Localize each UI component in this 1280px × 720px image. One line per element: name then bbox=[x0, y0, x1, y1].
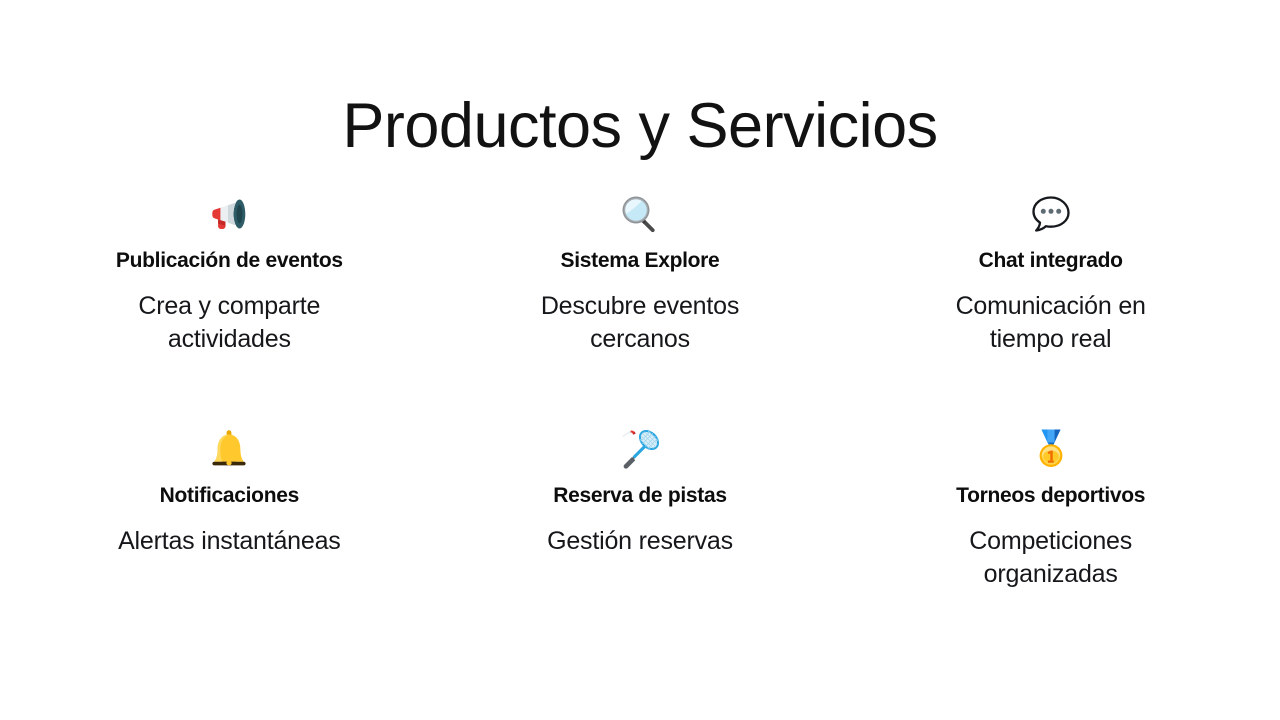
feature-card-title: Torneos deportivos bbox=[956, 484, 1146, 507]
speech-balloon-icon bbox=[1027, 190, 1075, 238]
feature-card-description: Descubre eventos cercanos bbox=[540, 292, 740, 354]
feature-card-description: Comunicación en tiempo real bbox=[955, 292, 1146, 354]
feature-card-description: Gestión reservas bbox=[547, 527, 733, 556]
feature-card-title: Chat integrado bbox=[978, 249, 1123, 272]
feature-card-title: Notificaciones bbox=[159, 484, 300, 507]
features-grid: Publicación de eventos Crea y comparte a… bbox=[24, 190, 1256, 660]
feature-card-sistema-explore[interactable]: Sistema Explore Descubre eventos cercano… bbox=[435, 190, 846, 425]
badminton-icon bbox=[616, 425, 664, 473]
megaphone-icon bbox=[205, 190, 253, 238]
feature-card-description: Crea y comparte actividades bbox=[138, 292, 321, 354]
feature-card-torneos-deportivos[interactable]: Torneos deportivos Competiciones organiz… bbox=[845, 425, 1256, 660]
feature-card-publicacion-de-eventos[interactable]: Publicación de eventos Crea y comparte a… bbox=[24, 190, 435, 425]
feature-card-title: Sistema Explore bbox=[560, 249, 720, 272]
feature-card-description: Competiciones organizadas bbox=[969, 527, 1133, 589]
feature-card-title: Reserva de pistas bbox=[553, 484, 727, 507]
feature-card-reserva-de-pistas[interactable]: Reserva de pistas Gestión reservas bbox=[435, 425, 846, 660]
feature-card-description: Alertas instantáneas bbox=[118, 527, 341, 556]
bell-icon bbox=[205, 425, 253, 473]
feature-card-title: Publicación de eventos bbox=[115, 249, 343, 272]
magnifying-glass-icon bbox=[616, 190, 664, 238]
feature-card-chat-integrado[interactable]: Chat integrado Comunicación en tiempo re… bbox=[845, 190, 1256, 425]
feature-card-notificaciones[interactable]: Notificaciones Alertas instantáneas bbox=[24, 425, 435, 660]
page-title: Productos y Servicios bbox=[342, 91, 938, 162]
gold-medal-icon bbox=[1027, 425, 1075, 473]
